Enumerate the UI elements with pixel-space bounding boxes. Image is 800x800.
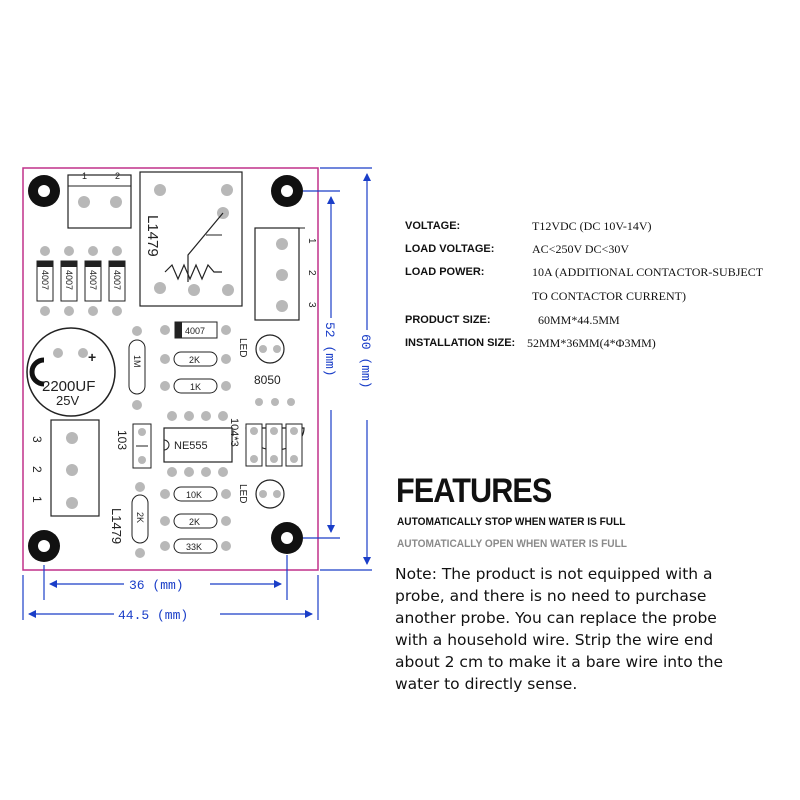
svg-text:1M: 1M: [132, 355, 142, 368]
spec-value-product-size: 60MM*44.5MM: [538, 313, 620, 327]
diode-4007: 4007: [36, 246, 54, 316]
diode-4007: 4007: [84, 246, 102, 316]
resistor-2k-bottom: 2K: [160, 513, 231, 529]
note-line: another probe. You can replace the probe: [395, 609, 717, 627]
spec-value-installation-size: 52MM*36MM(4*Φ3MM): [527, 336, 656, 350]
svg-text:10K: 10K: [186, 490, 202, 500]
feature-item: AUTOMATICALLY OPEN WHEN WATER IS FULL: [397, 538, 627, 550]
resistor-2k-top: 2K: [160, 351, 231, 367]
dimension-labels: 36 (mm) 44.5 (mm) 60 (mm) 52 (mm): [118, 322, 373, 623]
dim-60: 60 (mm): [358, 334, 373, 389]
resistor-10k: 10K: [160, 486, 231, 502]
spec-label-installation-size: INSTALLATION SIZE:: [405, 337, 516, 349]
svg-text:2K: 2K: [135, 512, 145, 523]
led-top: LED: [237, 334, 285, 364]
svg-text:8050: 8050: [254, 373, 281, 387]
diode-4007: 4007: [60, 246, 78, 316]
diode-4007: 4007: [108, 246, 126, 316]
spec-label-product-size: PRODUCT SIZE:: [405, 314, 491, 326]
note-line: probe, and there is no need to purchase: [395, 587, 707, 605]
diode-label: 4007: [64, 270, 74, 290]
capacitor-value: 2200UF: [42, 378, 95, 395]
svg-text:104*3: 104*3: [228, 418, 240, 447]
svg-text:NE555: NE555: [174, 440, 208, 452]
diode-label: 4007: [112, 270, 122, 290]
resistor-33k: 33K: [160, 538, 231, 554]
note-line: Note: The product is not equipped with a: [395, 565, 713, 583]
led-bottom: LED: [237, 479, 285, 509]
svg-text:1K: 1K: [190, 382, 201, 392]
pin-label: 2: [30, 466, 44, 473]
diode-label: 4007: [40, 270, 50, 290]
mounting-holes: [28, 175, 303, 562]
electrolytic-capacitor: + 2200UF 25V: [26, 327, 116, 417]
spec-label-load-voltage: LOAD VOLTAGE:: [405, 243, 495, 255]
resistor-2k-vertical: 2K: [131, 482, 149, 558]
capacitors-104: 104*3: [228, 418, 303, 467]
spec-value-load-voltage: AC<250V DC<30V: [532, 242, 629, 256]
relay: L1479: [139, 171, 243, 307]
chip-ne555: NE555: [163, 427, 233, 477]
pin-label: 1: [30, 496, 44, 503]
features-title: FEATURES: [396, 472, 552, 510]
connector-right: 1 2 3: [254, 227, 317, 321]
diode-row: 4007 4007 4007 4007: [36, 246, 126, 316]
pin-label: 2: [115, 171, 120, 181]
pin-label: 1: [306, 238, 317, 244]
svg-text:2K: 2K: [189, 355, 200, 365]
resistor-1m: 1M: [128, 326, 146, 410]
pin-label: 2: [306, 270, 317, 276]
connector-label: L1479: [109, 508, 124, 544]
relay-label: L1479: [144, 215, 161, 257]
dimension-lines: [22, 167, 372, 620]
svg-text:4007: 4007: [185, 326, 205, 336]
capacitor-103: 103: [115, 423, 152, 469]
svg-text:2K: 2K: [189, 517, 200, 527]
connector-top: 1 2: [67, 171, 132, 229]
svg-text:33K: 33K: [186, 542, 202, 552]
note-line: about 2 cm to make it a bare wire into t…: [395, 653, 724, 671]
spec-label-voltage: VOLTAGE:: [405, 220, 461, 232]
note-line: with a household wire. Strip the wire en…: [395, 631, 714, 649]
capacitor-polarity: +: [88, 349, 96, 365]
diode-label: 4007: [88, 270, 98, 290]
dim-52: 52 (mm): [322, 322, 337, 377]
spec-label-load-power: LOAD POWER:: [405, 266, 485, 278]
dim-36: 36 (mm): [129, 578, 184, 593]
note-text: Note: The product is not equipped with a…: [395, 563, 790, 695]
dim-44-5: 44.5 (mm): [118, 608, 188, 623]
svg-text:LED: LED: [237, 338, 248, 357]
spec-value-voltage: T12VDC (DC 10V-14V): [532, 219, 652, 233]
pin-label: 1: [82, 171, 87, 181]
pin-label: 3: [306, 302, 317, 308]
diode-4007-small: 4007: [160, 321, 231, 339]
note-line: water to directly sense.: [395, 675, 578, 693]
svg-text:103: 103: [115, 430, 129, 450]
pin-label: 3: [30, 436, 44, 443]
connector-left: 3 2 1: [30, 419, 100, 517]
svg-text:LED: LED: [237, 484, 248, 503]
chip-top-pins: [167, 411, 228, 421]
feature-item: AUTOMATICALLY STOP WHEN WATER IS FULL: [397, 516, 626, 528]
spec-value-load-power-cont: TO CONTACTOR CURRENT): [532, 289, 686, 303]
capacitor-voltage: 25V: [56, 393, 79, 408]
resistor-1k: 1K: [160, 378, 231, 394]
spec-value-load-power: 10A (ADDITIONAL CONTACTOR-SUBJECT: [532, 265, 764, 279]
